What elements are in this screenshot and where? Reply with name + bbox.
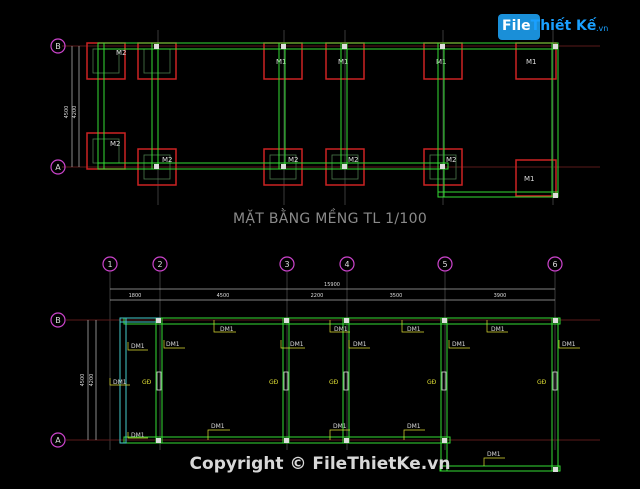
span-dim: 1800: [129, 293, 142, 299]
copyright-watermark: Copyright © FileThietKe.vn: [189, 454, 451, 474]
top-foundation-plan: B A 4500 4200 M2 M1 M1 M: [50, 30, 600, 205]
grid-label: 2: [157, 260, 162, 269]
grid-label: B: [55, 42, 61, 51]
dm-label: DM1: [131, 432, 145, 439]
logo-text-b: Thiết Kế: [530, 18, 597, 34]
dm-label: DM1: [407, 423, 421, 430]
grid-label: A: [55, 163, 61, 172]
grid-bubble-5: 5: [437, 256, 453, 272]
dm-label: DM1: [113, 379, 127, 386]
filethietke-logo: FileThiết Kế .vn: [498, 12, 616, 42]
footing-label: M2: [116, 49, 127, 57]
top-columns: [154, 44, 558, 198]
grid-label: 4: [344, 260, 349, 269]
grid-label: 6: [552, 260, 557, 269]
total-dim: 15900: [324, 282, 340, 288]
gd-label: GĐ: [427, 379, 437, 386]
grid-bubble-bottom-a: A: [50, 432, 66, 448]
side-dim: 4200: [89, 374, 95, 387]
footing-m2-a3: M2: [263, 148, 303, 186]
bottom-beams: [123, 317, 561, 472]
grid-bubble-top-b: B: [50, 38, 66, 54]
grid-label: 5: [442, 260, 447, 269]
footing-m1-a6: M1: [515, 159, 557, 197]
footing-m2-a2: M2: [137, 148, 177, 186]
top-beams: [97, 42, 559, 198]
gd-label: GĐ: [269, 379, 279, 386]
gd-label: GĐ: [537, 379, 547, 386]
drawing-title: MẶT BẰNG MỀNG TL 1/100: [232, 211, 428, 227]
grid-label: 3: [284, 260, 289, 269]
bottom-columns: [156, 318, 558, 472]
dm-label: DM1: [166, 341, 180, 348]
footing-m2-a1: M2: [86, 132, 126, 170]
dm-label: DM1: [407, 326, 421, 333]
side-dim: 4200: [72, 106, 78, 119]
dm-label: DM1: [353, 341, 367, 348]
side-dim: 4500: [80, 374, 86, 387]
gd-label: GĐ: [142, 379, 152, 386]
dm-label: DM1: [211, 423, 225, 430]
dm-label: DM1: [334, 326, 348, 333]
dm-leaders: [109, 320, 580, 466]
grid-bubble-1: 1: [102, 256, 118, 272]
grid-label: A: [55, 436, 61, 445]
grid-bubble-bottom-b: B: [50, 312, 66, 328]
footing-label: M2: [446, 156, 457, 164]
grid-bubble-4: 4: [339, 256, 355, 272]
footing-m2-a5: M2: [423, 148, 463, 186]
span-dim: 2200: [311, 293, 324, 299]
footing-label: M2: [288, 156, 299, 164]
grid-label: 1: [107, 260, 112, 269]
dm-label: DM1: [333, 423, 347, 430]
footing-m2-b1: M2: [86, 42, 127, 80]
dimension-lines: [87, 288, 555, 440]
span-dim: 4500: [217, 293, 230, 299]
grid-bubble-3: 3: [279, 256, 295, 272]
grid-bubble-top-a: A: [50, 159, 66, 175]
dm-label: DM1: [131, 343, 145, 350]
dm-label: DM1: [220, 326, 234, 333]
dm-label: DM1: [452, 341, 466, 348]
span-dim: 3900: [494, 293, 507, 299]
grid-bubble-6: 6: [547, 256, 563, 272]
footing-label: M1: [524, 175, 535, 183]
footing-label: M2: [110, 140, 121, 148]
footing-label: M1: [436, 58, 447, 66]
dm-label: DM1: [562, 341, 576, 348]
footing-label: M1: [276, 58, 287, 66]
span-dim: 3500: [390, 293, 403, 299]
grid-bubble-2: 2: [152, 256, 168, 272]
bottom-beam-plan: 1 2 3 4 5 6 B A: [50, 256, 600, 472]
gd-label: GĐ: [329, 379, 339, 386]
footing-label: M2: [348, 156, 359, 164]
dm-label: DM1: [491, 326, 505, 333]
gd-markers: [156, 371, 558, 391]
logo-text-a: File: [502, 18, 531, 34]
dm-label: DM1: [290, 341, 304, 348]
grid-label: B: [55, 316, 61, 325]
logo-suffix: .vn: [596, 24, 609, 33]
footing-m2-a4: M2: [325, 148, 365, 186]
footing-label: M2: [162, 156, 173, 164]
footing-m1-b6: M1: [515, 42, 557, 80]
footing-label: M1: [526, 58, 537, 66]
side-dim: 4500: [64, 106, 70, 119]
dm-label: DM1: [487, 451, 501, 458]
footing-label: M1: [338, 58, 349, 66]
